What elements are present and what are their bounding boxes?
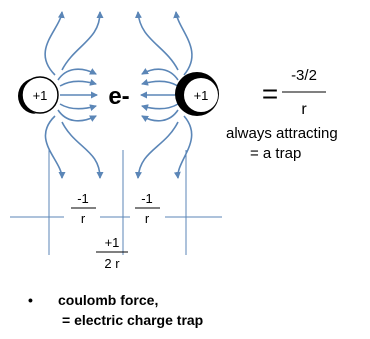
right-charge: +1 <box>175 72 219 116</box>
equation: = -3/2 r <box>262 67 326 118</box>
fraction-left: -1 r <box>71 191 96 226</box>
left-charge: +1 <box>18 76 59 114</box>
fraction-left-denominator: r <box>81 211 86 226</box>
equation-numerator: -3/2 <box>291 67 317 84</box>
fraction-right: -1 r <box>135 191 160 226</box>
field-arrow <box>141 78 179 87</box>
equation-denominator: r <box>301 101 307 118</box>
field-arrow <box>57 68 97 81</box>
field-arrow <box>134 121 179 179</box>
electron-label: e- <box>108 83 129 110</box>
fraction-left-numerator: -1 <box>77 191 89 206</box>
bullet-line1: coulomb force, <box>58 292 159 308</box>
bullet-symbol: • <box>28 292 33 308</box>
field-arrow <box>61 11 104 71</box>
fraction-right-numerator: -1 <box>141 191 153 206</box>
field-arrows <box>44 11 193 179</box>
field-arrow <box>44 115 66 179</box>
field-arrow <box>173 115 193 179</box>
field-arrow <box>59 78 97 87</box>
field-arrow <box>141 103 179 112</box>
equals-sign: = <box>262 78 278 109</box>
fraction-bottom: +1 2 r <box>96 235 128 271</box>
fraction-bottom-denominator: 2 r <box>104 256 120 271</box>
field-arrow <box>61 121 104 179</box>
field-arrow <box>134 11 179 71</box>
fraction-bottom-numerator: +1 <box>105 235 120 250</box>
bullet-line2: = electric charge trap <box>62 312 204 328</box>
annotation-line2: = a trap <box>250 145 302 162</box>
right-charge-label: +1 <box>194 88 209 103</box>
field-arrow <box>59 103 97 112</box>
field-arrow <box>57 109 97 122</box>
field-arrow <box>44 11 65 76</box>
field-arrow <box>173 11 193 76</box>
axis-lines <box>10 150 222 255</box>
field-arrow <box>141 67 179 81</box>
field-arrow <box>141 109 179 123</box>
left-charge-label: +1 <box>33 88 48 103</box>
fraction-right-denominator: r <box>145 211 150 226</box>
annotation-line1: always attracting <box>226 125 338 142</box>
